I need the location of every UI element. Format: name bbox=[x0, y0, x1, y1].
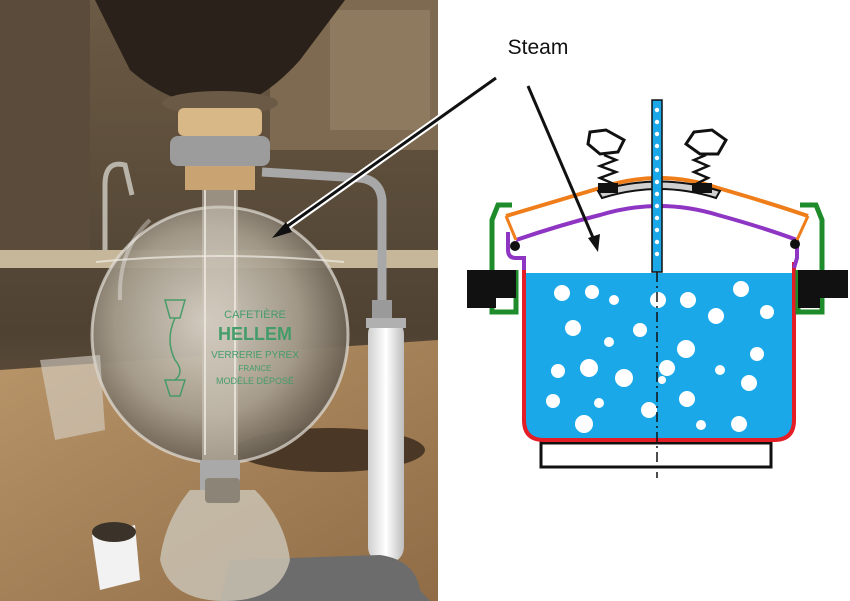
steam-label: Steam bbox=[468, 28, 608, 68]
steam-bubbles bbox=[546, 281, 774, 433]
burner-plate bbox=[539, 441, 773, 469]
flask-marking-cafetiere: CAFETIÈRE bbox=[224, 308, 286, 321]
lid-bolt-left bbox=[586, 128, 626, 193]
steam-arrows bbox=[272, 75, 600, 252]
left-handle bbox=[467, 270, 516, 308]
steam-valve-tube bbox=[651, 99, 663, 273]
flask-marking-pyrex: VERRERIE PYREX bbox=[211, 350, 299, 361]
flask-marking-france: FRANCE bbox=[239, 364, 272, 373]
right-handle bbox=[798, 270, 848, 308]
arrow-to-flask bbox=[281, 76, 497, 232]
boiling-water bbox=[524, 273, 794, 440]
pot-wall bbox=[522, 262, 796, 442]
flask-marking-hellem: HELLEM bbox=[218, 324, 292, 344]
lid-bolt-right bbox=[683, 128, 728, 193]
siphon-coffee-photo: CAFETIÈRE HELLEM VERRERIE PYREX FRANCE M… bbox=[0, 0, 438, 601]
left-handle-bracket bbox=[489, 202, 519, 315]
flask-marking-modele: MODÈLE DÉPOSÉ bbox=[216, 376, 294, 386]
arrow-to-pot bbox=[526, 85, 596, 241]
pressure-cooker-diagram bbox=[467, 99, 848, 478]
